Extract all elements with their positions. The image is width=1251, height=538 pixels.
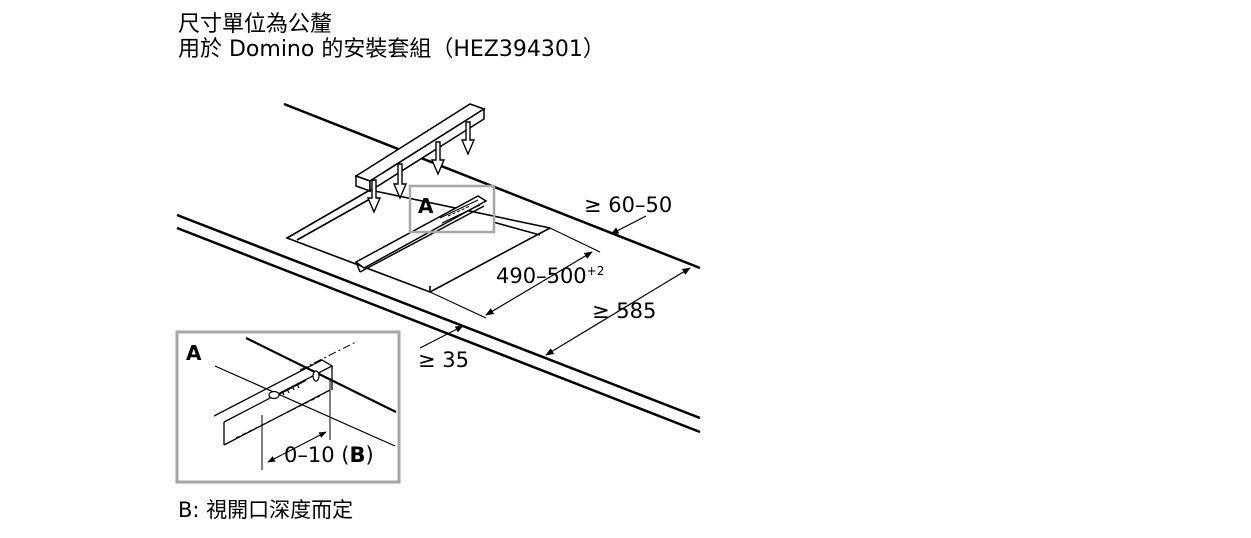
dim-585-label: ≥ 585: [592, 299, 656, 323]
dim-490-500-ext2: [429, 291, 487, 319]
detail-center-line: [299, 341, 357, 371]
dim-60-50-label: ≥ 60–50: [584, 193, 672, 217]
diagram-header: 尺寸單位為公釐 用於 Domino 的安裝套組（HEZ394301）: [178, 12, 605, 62]
callout-a-label: A: [418, 194, 434, 218]
worktop-front-edge-top: [176, 213, 701, 420]
dim-585-line: [545, 267, 691, 356]
screw-icon: [268, 370, 320, 400]
support-bar-end: [355, 261, 361, 273]
down-arrow-icon: [460, 121, 476, 156]
kit-title: 用於 Domino 的安裝套組（HEZ394301）: [178, 37, 605, 62]
footnote-b: B: 視開口深度而定: [178, 498, 354, 522]
dim-490-500-line: [485, 251, 593, 316]
down-arrow-icon: [392, 163, 408, 200]
detail-a-drawing: [213, 337, 397, 470]
detail-worktop-edge: [245, 337, 397, 413]
dim-490-500: [429, 227, 601, 319]
dim-490-500-label: 490–500+2: [496, 264, 604, 288]
dim-35-label: ≥ 35: [418, 348, 469, 372]
detail-dim-label: 0–10 (B): [284, 443, 374, 467]
detail-hidden-edge: [235, 395, 321, 439]
down-arrow-icon: [366, 179, 382, 214]
detail-a-label: A: [186, 341, 202, 365]
detail-surface-line: [214, 365, 396, 447]
dim-35: [419, 325, 464, 349]
dim-60-50-arrow: [610, 215, 647, 235]
dim-585: [545, 267, 691, 356]
support-bar-edge: [359, 205, 485, 273]
callout-a-frame: [408, 184, 496, 234]
dim-60-50: [610, 215, 647, 235]
down-arrows: [366, 121, 476, 214]
cutout-inner-depth: [296, 198, 371, 241]
callout-a-detail: [439, 199, 481, 224]
detail-dim-line: [267, 431, 327, 463]
dim-490-500-ext1: [549, 227, 601, 253]
worktop-front-edge-bottom: [176, 226, 701, 434]
cutout-inner-side: [492, 221, 541, 236]
units-note: 尺寸單位為公釐: [178, 12, 333, 37]
down-arrow-icon: [430, 141, 446, 176]
dim-35-arrow: [419, 325, 464, 349]
